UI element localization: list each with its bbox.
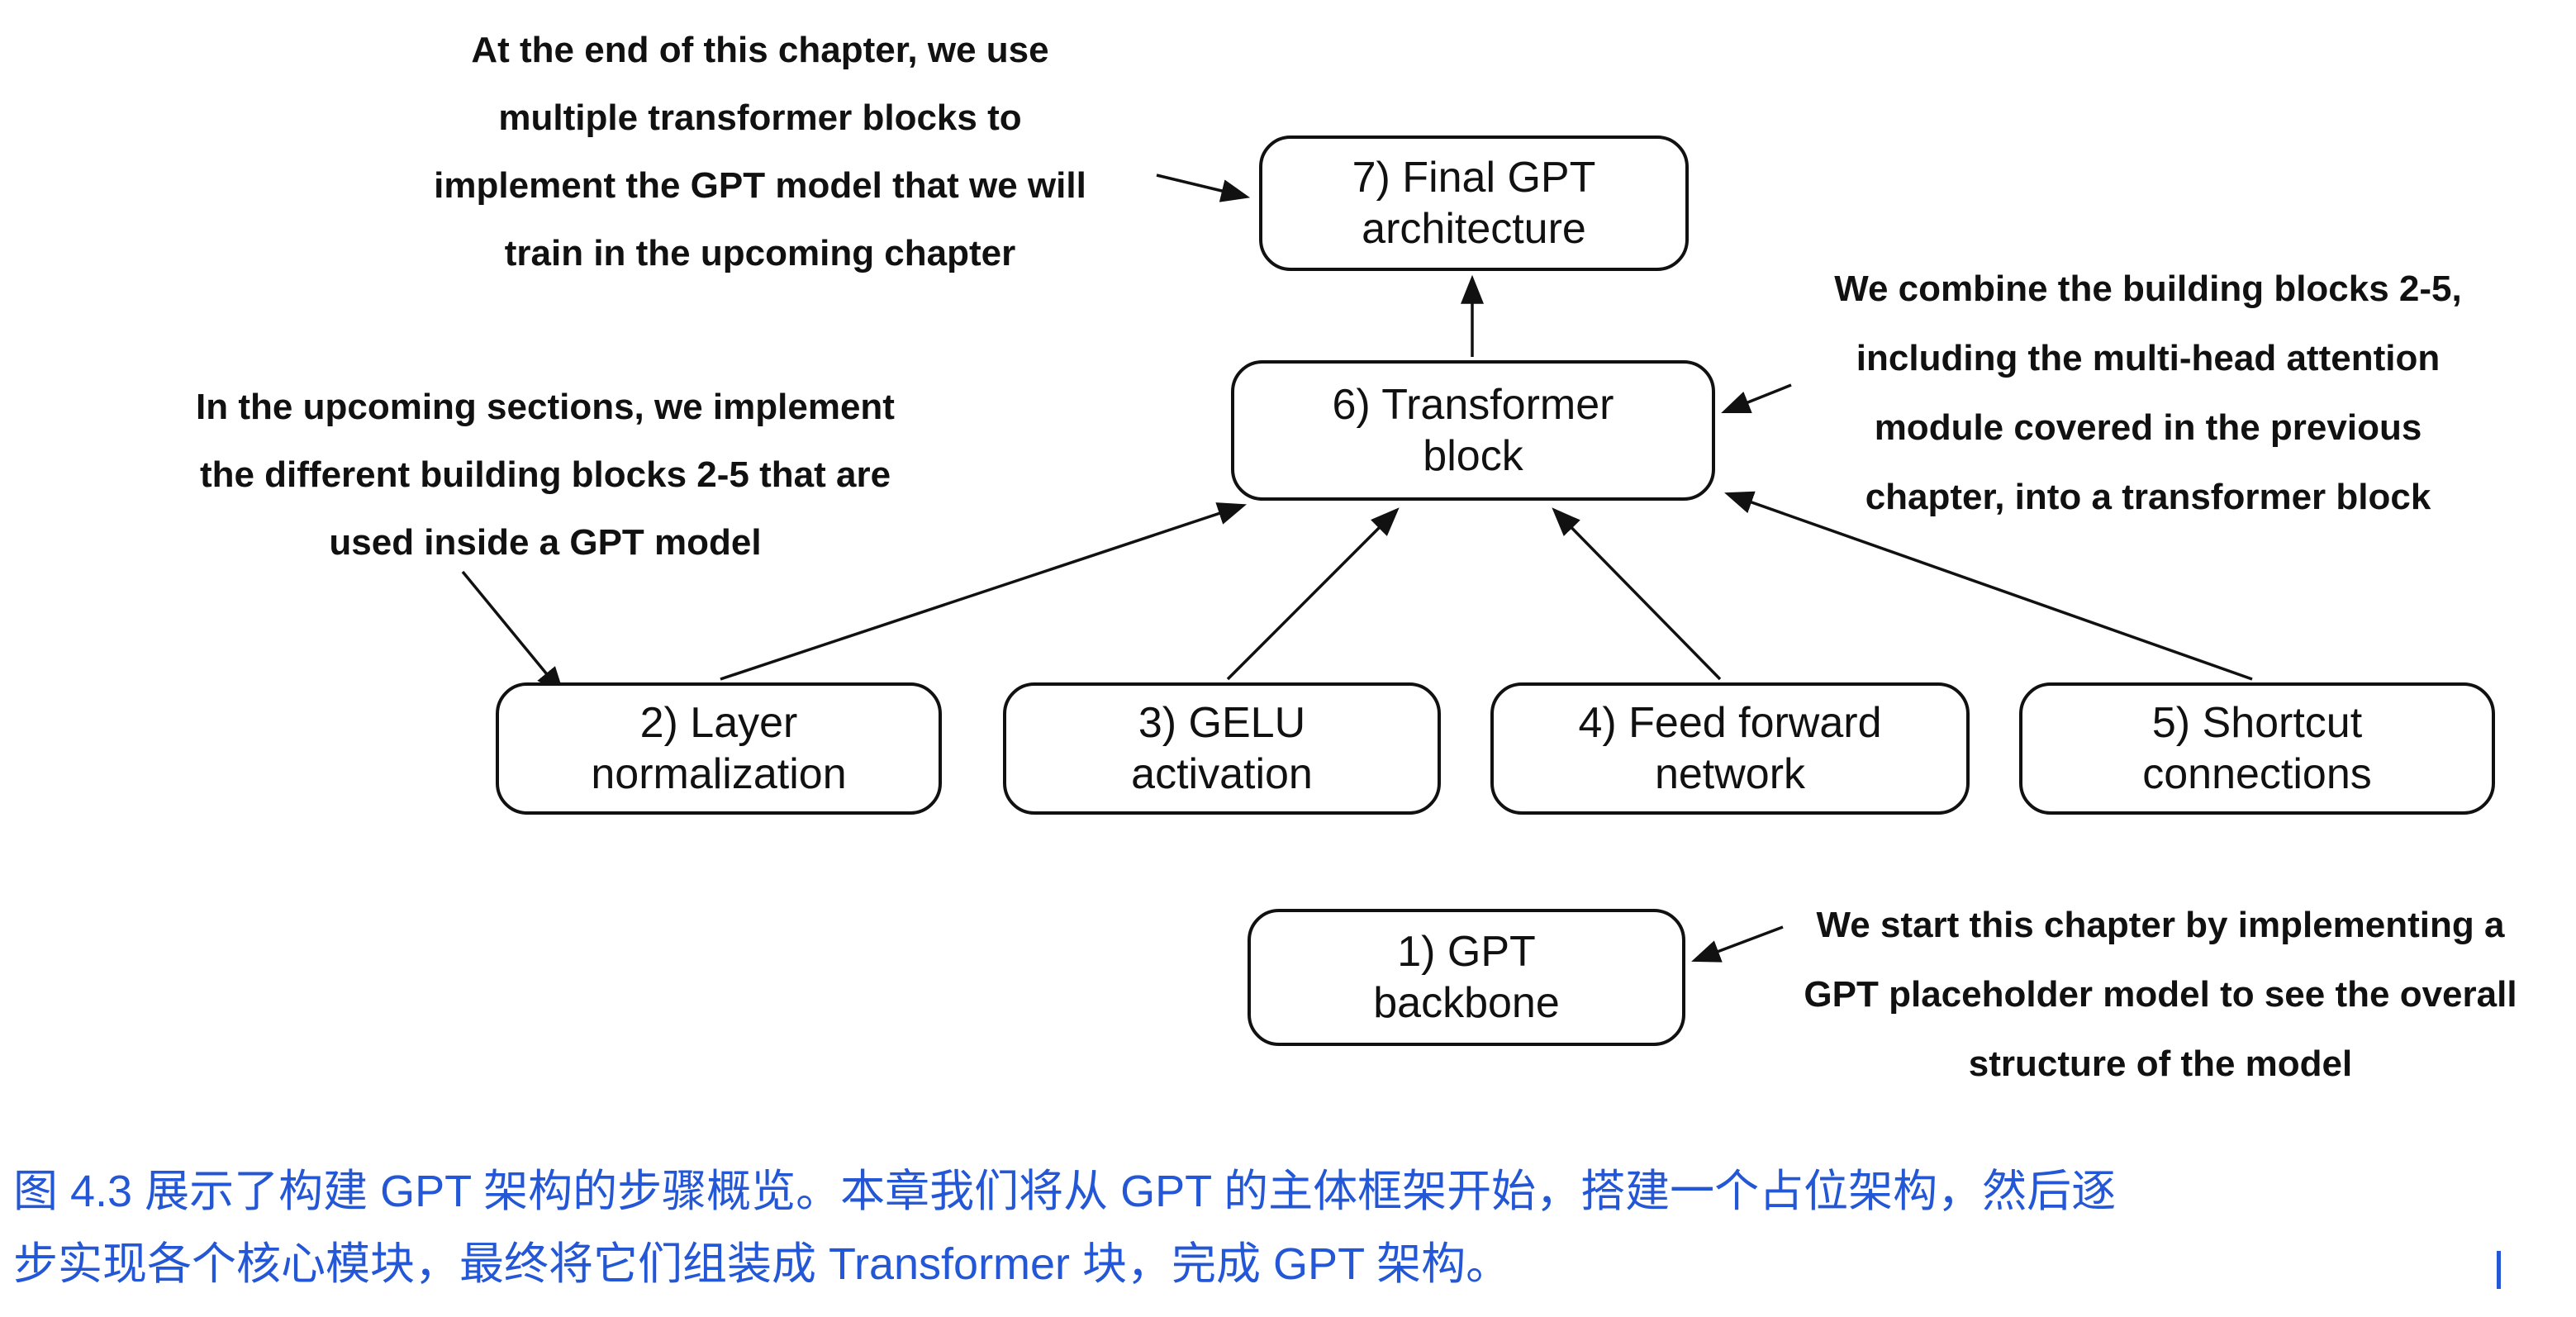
annotation-line: structure of the model xyxy=(1968,1044,2353,1084)
annotation-building-blocks: In the upcoming sections, we implement t… xyxy=(149,373,942,577)
arrow-bottom-annotation-to-backbone xyxy=(1691,925,1784,963)
annotation-line: multiple transformer blocks to xyxy=(498,97,1022,138)
node-layer-normalization: 2) Layer normalization xyxy=(496,682,942,815)
annotation-line: including the multi-head attention xyxy=(1856,338,2441,378)
annotation-line: module covered in the previous xyxy=(1874,407,2422,448)
node-label-line: 5) Shortcut xyxy=(2151,699,2363,747)
node-shortcut-connections: 5) Shortcut connections xyxy=(2019,682,2495,815)
annotation-line: used inside a GPT model xyxy=(329,522,762,563)
node-label-line: 1) GPT xyxy=(1397,928,1536,976)
arrow-left-annotation-to-layer-norm xyxy=(461,570,565,697)
node-label-line: block xyxy=(1423,432,1523,480)
arrow-ffn-to-transformer xyxy=(1552,507,1722,681)
arrow-right-annotation-to-transformer xyxy=(1721,383,1792,413)
caption-line: 步实现各个核心模块，最终将它们组装成 Transformer 块，完成 GPT … xyxy=(13,1239,1511,1289)
caption-line: 图 4.3 展示了构建 GPT 架构的步骤概览。本章我们将从 GPT 的主体框架… xyxy=(13,1167,2117,1216)
annotation-final-gpt: At the end of this chapter, we use multi… xyxy=(330,17,1190,288)
node-feed-forward-network: 4) Feed forward network xyxy=(1490,682,1970,815)
annotation-transformer-block: We combine the building blocks 2-5, incl… xyxy=(1785,254,2512,532)
node-label-line: normalization xyxy=(591,750,847,798)
node-label-line: connections xyxy=(2142,750,2372,798)
node-label-line: backbone xyxy=(1373,979,1560,1027)
annotation-line: the different building blocks 2-5 that a… xyxy=(199,454,891,495)
node-label-line: architecture xyxy=(1362,205,1586,253)
node-label-line: 7) Final GPT xyxy=(1352,154,1596,202)
annotation-line: chapter, into a transformer block xyxy=(1865,477,2431,517)
node-label-line: 4) Feed forward xyxy=(1578,699,1882,747)
node-label-line: 6) Transformer xyxy=(1332,381,1614,429)
text-cursor xyxy=(2497,1251,2501,1289)
node-gpt-backbone: 1) GPT backbone xyxy=(1248,909,1685,1046)
annotation-line: In the upcoming sections, we implement xyxy=(196,387,895,427)
node-label-line: 3) GELU xyxy=(1138,699,1306,747)
figure-caption: 图 4.3 展示了构建 GPT 架构的步骤概览。本章我们将从 GPT 的主体框架… xyxy=(13,1155,2541,1300)
annotation-gpt-backbone: We start this chapter by implementing a … xyxy=(1776,891,2545,1099)
node-final-gpt-architecture: 7) Final GPT architecture xyxy=(1259,136,1689,271)
annotation-line: We start this chapter by implementing a xyxy=(1816,905,2505,945)
node-label-line: activation xyxy=(1131,750,1313,798)
annotation-line: GPT placeholder model to see the overall xyxy=(1804,974,2517,1015)
annotation-line: train in the upcoming chapter xyxy=(504,233,1016,273)
arrow-gelu-to-transformer xyxy=(1226,507,1400,681)
annotation-line: We combine the building blocks 2-5, xyxy=(1834,269,2462,309)
node-gelu-activation: 3) GELU activation xyxy=(1003,682,1441,815)
node-label-line: network xyxy=(1654,750,1806,798)
annotation-line: implement the GPT model that we will xyxy=(434,165,1086,206)
node-transformer-block: 6) Transformer block xyxy=(1231,360,1715,501)
annotation-line: At the end of this chapter, we use xyxy=(471,30,1049,70)
node-label-line: 2) Layer xyxy=(639,699,798,747)
